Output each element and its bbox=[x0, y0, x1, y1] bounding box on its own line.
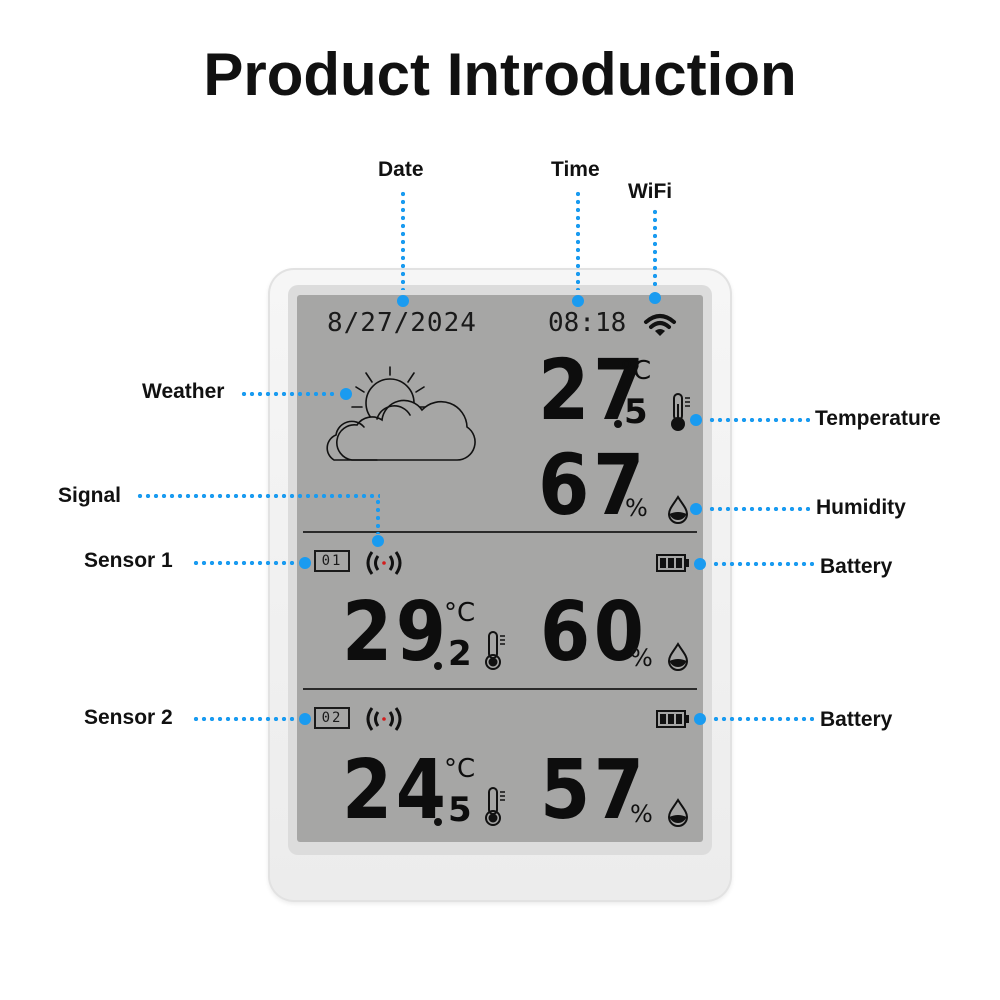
sensor1-temp-unit: °C bbox=[444, 598, 476, 628]
sensor2-temp-integer: 24 bbox=[342, 743, 450, 838]
lcd-divider-1 bbox=[303, 531, 697, 533]
lcd-divider-2 bbox=[303, 688, 697, 690]
indoor-humidity-unit: % bbox=[625, 494, 648, 522]
anchor-weather bbox=[340, 388, 352, 400]
callout-signal: Signal bbox=[58, 484, 122, 507]
sensor2-battery-icon bbox=[656, 710, 689, 728]
callout-time: Time bbox=[551, 158, 600, 181]
anchor-temperature bbox=[690, 414, 702, 426]
sensor1-humidity-unit: % bbox=[630, 644, 653, 672]
sensor2-temp-decimal: 5 bbox=[448, 790, 472, 830]
sensor1-signal-icon bbox=[366, 551, 402, 575]
sensor1-thermometer-icon bbox=[485, 631, 505, 670]
sensor1-droplet-icon bbox=[667, 642, 689, 671]
callout-weather: Weather bbox=[142, 380, 225, 403]
sensor2-signal-icon bbox=[366, 707, 402, 731]
sensor2-humidity-unit: % bbox=[630, 800, 653, 828]
anchor-time bbox=[572, 295, 584, 307]
droplet-icon bbox=[667, 495, 689, 524]
lcd-time: 08:18 bbox=[548, 308, 627, 338]
anchor-battery1 bbox=[694, 558, 706, 570]
anchor-wifi bbox=[649, 292, 661, 304]
callout-sensor1: Sensor 1 bbox=[84, 549, 173, 572]
sensor1-temp-integer: 29 bbox=[342, 585, 450, 680]
anchor-signal bbox=[372, 535, 384, 547]
indoor-temp-decimal-point bbox=[614, 420, 622, 428]
sensor2-temp-decimal-point bbox=[434, 818, 442, 826]
leader-signal-v bbox=[376, 498, 380, 534]
sensor1-channel-box: 01 bbox=[314, 550, 350, 572]
sensor2-thermometer-icon bbox=[485, 787, 505, 826]
indoor-humidity: 67 bbox=[538, 436, 648, 534]
indoor-temp-integer: 27 bbox=[538, 341, 648, 439]
callout-battery1: Battery bbox=[820, 555, 893, 578]
leader-sensor1 bbox=[192, 561, 296, 565]
callout-humidity: Humidity bbox=[816, 496, 906, 519]
lcd-date: 8/27/2024 bbox=[327, 308, 477, 338]
anchor-date bbox=[397, 295, 409, 307]
leader-temperature bbox=[708, 418, 810, 422]
leader-humidity bbox=[708, 507, 810, 511]
thermometer-icon bbox=[671, 393, 690, 431]
callout-battery2: Battery bbox=[820, 708, 893, 731]
callout-sensor2: Sensor 2 bbox=[84, 706, 173, 729]
callout-wifi: WiFi bbox=[628, 180, 673, 203]
sensor2-humidity: 57 bbox=[540, 743, 648, 838]
wifi-icon bbox=[644, 314, 676, 336]
sensor2-temp-unit: °C bbox=[444, 754, 476, 784]
anchor-sensor2 bbox=[299, 713, 311, 725]
leader-date bbox=[401, 190, 405, 290]
sensor1-temp-decimal-point bbox=[434, 662, 442, 670]
sensor2-droplet-icon bbox=[667, 798, 689, 827]
lcd-screen bbox=[297, 295, 703, 842]
callout-temperature: Temperature bbox=[815, 407, 941, 430]
sensor1-humidity: 60 bbox=[540, 585, 648, 680]
anchor-humidity bbox=[690, 503, 702, 515]
sensor1-temp-decimal: 2 bbox=[448, 634, 472, 674]
page-title: Product Introduction bbox=[203, 41, 797, 108]
callout-date: Date bbox=[378, 158, 424, 181]
leader-wifi bbox=[653, 208, 657, 288]
leader-battery1 bbox=[712, 562, 814, 566]
leader-sensor2 bbox=[192, 717, 296, 721]
leader-time bbox=[576, 190, 580, 290]
sensor1-battery-icon bbox=[656, 554, 689, 572]
sensor2-channel-box: 02 bbox=[314, 707, 350, 729]
leader-weather bbox=[240, 392, 336, 396]
indoor-temp-unit: °C bbox=[620, 356, 652, 386]
partly-cloudy-icon bbox=[326, 366, 476, 461]
anchor-battery2 bbox=[694, 713, 706, 725]
leader-battery2 bbox=[712, 717, 814, 721]
indoor-temp-decimal: 5 bbox=[624, 392, 648, 432]
leader-signal-h bbox=[136, 494, 380, 498]
anchor-sensor1 bbox=[299, 557, 311, 569]
